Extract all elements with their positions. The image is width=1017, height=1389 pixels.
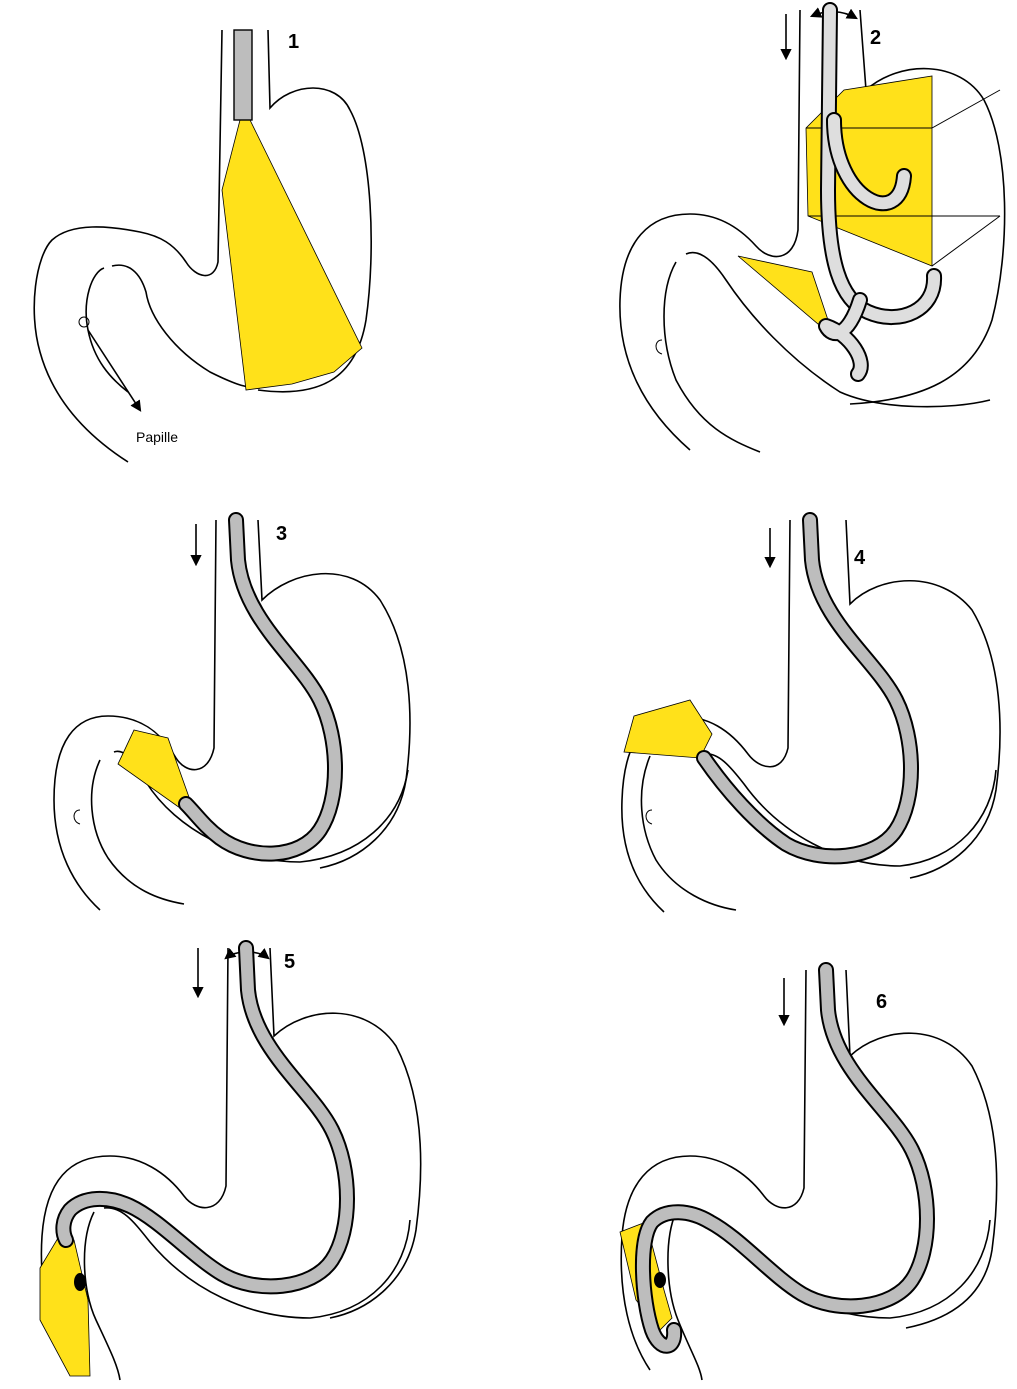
papilla-marker-5: [74, 1273, 86, 1291]
field-of-view-4: [624, 700, 712, 758]
panel-1: 1 Papille: [34, 30, 371, 462]
panel-3: 3: [54, 520, 410, 910]
panel-6: 6: [620, 970, 997, 1380]
papilla-marker-6: [654, 1272, 666, 1288]
endoscope-5: [63, 948, 347, 1286]
panel-number-1: 1: [288, 31, 299, 53]
panel-number-5: 5: [284, 951, 295, 973]
papilla-label: Papille: [136, 429, 178, 445]
panel-number-6: 6: [876, 991, 887, 1013]
panel-5: 5: [40, 948, 421, 1380]
field-of-view-5: [40, 1238, 90, 1376]
panel-4: 4: [622, 520, 1000, 912]
panel-number-2: 2: [870, 27, 881, 49]
papilla-arrow: [88, 330, 140, 410]
endoscope-1: [234, 30, 252, 120]
endoscope-6: [643, 970, 927, 1346]
panel-number-4: 4: [854, 547, 866, 569]
panel-2: 2: [620, 10, 1005, 452]
panel-number-3: 3: [276, 523, 287, 545]
field-of-view-1: [222, 120, 362, 390]
field-of-view-3: [118, 730, 190, 808]
